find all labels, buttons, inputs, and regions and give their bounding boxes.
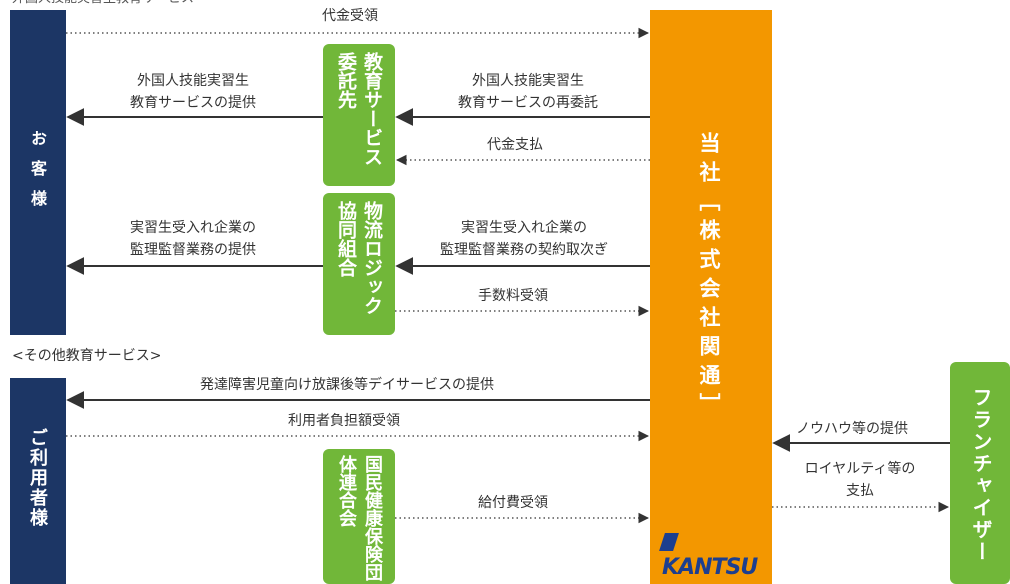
company-box: 当社［株式会社関通］ KANTSU: [650, 10, 772, 584]
label-training-reconsign: 外国人技能実習生 教育サービスの再委託: [418, 70, 638, 114]
label-user-share: 利用者負担額受領: [288, 413, 400, 429]
health-insurance-box: 国民健康保険団体連合会: [323, 449, 395, 584]
label-payment: 代金支払: [487, 137, 543, 153]
logistics-coop-box: 物流ロジック協同組合: [323, 193, 395, 335]
company-box-label: 当社［株式会社関通］: [697, 132, 721, 422]
label-training-reconsign-line1: 外国人技能実習生: [472, 73, 584, 89]
label-fee-received: 代金受領: [322, 8, 378, 24]
edu-consignee-box: 教育サービス委託先: [323, 44, 395, 186]
label-training-provided-line2: 教育サービスの提供: [130, 95, 256, 111]
label-supervision-provided: 実習生受入れ企業の 監理監督業務の提供: [88, 217, 298, 261]
kantsu-logo-text: KANTSU: [662, 555, 758, 580]
label-supervision-provided-line2: 監理監督業務の提供: [130, 242, 256, 258]
label-supervision-provided-line1: 実習生受入れ企業の: [130, 220, 256, 236]
logistics-coop-label: 物流ロジック協同組合: [335, 201, 383, 315]
label-royalty-line2: 支払: [846, 483, 874, 499]
label-training-provided-line1: 外国人技能実習生: [137, 73, 249, 89]
label-training-reconsign-line2: 教育サービスの再委託: [458, 95, 598, 111]
user-box: ご利用者様: [10, 378, 66, 584]
label-knowhow: ノウハウ等の提供: [796, 421, 908, 437]
franchisor-box: フランチャイザー: [950, 362, 1010, 584]
section-heading-other: <その他教育サービス>: [12, 348, 162, 364]
user-box-label: ご利用者様: [27, 428, 48, 528]
label-supervision-agency-line2: 監理監督業務の契約取次ぎ: [440, 242, 608, 258]
label-day-service: 発達障害児童向け放課後等デイサービスの提供: [200, 377, 494, 393]
franchisor-label: フランチャイザー: [969, 387, 993, 563]
customer-box: お客様: [10, 10, 66, 335]
kantsu-logo: KANTSU: [659, 530, 772, 580]
customer-box-label: お客様: [28, 130, 47, 220]
label-benefit: 給付費受領: [478, 495, 548, 511]
label-royalty-line1: ロイヤルティ等の: [804, 461, 916, 477]
label-supervision-agency: 実習生受入れ企業の 監理監督業務の契約取次ぎ: [406, 217, 642, 261]
edu-consignee-label: 教育サービス委託先: [335, 52, 383, 166]
label-supervision-agency-line1: 実習生受入れ企業の: [461, 220, 587, 236]
label-royalty: ロイヤルティ等の 支払: [778, 458, 942, 502]
label-commission: 手数料受領: [478, 288, 548, 304]
health-insurance-label: 国民健康保険団体連合会: [336, 455, 383, 581]
label-training-provided: 外国人技能実習生 教育サービスの提供: [88, 70, 298, 114]
